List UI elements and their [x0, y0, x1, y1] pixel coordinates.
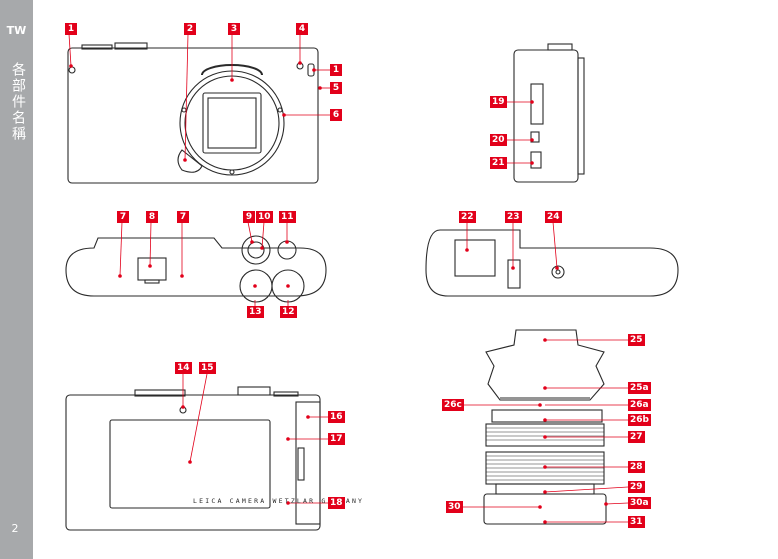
- language-tab: TW: [6, 24, 27, 37]
- label-25: 25: [628, 334, 645, 346]
- section-title: 各部件名稱: [10, 62, 26, 142]
- label-14: 14: [175, 362, 192, 374]
- label-13: 13: [247, 306, 264, 318]
- label-12: 12: [280, 306, 297, 318]
- label-3: 3: [228, 23, 240, 35]
- camera-engraving: LEICA CAMERA WETZLAR GERMANY: [193, 497, 364, 505]
- top-view: [65, 235, 327, 303]
- label-18: 18: [328, 497, 345, 509]
- label-28: 28: [628, 461, 645, 473]
- label-9: 9: [243, 211, 255, 223]
- side-view: [513, 43, 585, 183]
- back-view: [65, 386, 321, 531]
- label-1b: 1: [330, 64, 342, 76]
- label-7b: 7: [177, 211, 189, 223]
- label-20: 20: [490, 134, 507, 146]
- label-1: 1: [65, 23, 77, 35]
- bottom-view: [425, 229, 679, 297]
- label-31: 31: [628, 516, 645, 528]
- front-view: [67, 42, 319, 184]
- label-4: 4: [296, 23, 308, 35]
- label-5: 5: [330, 82, 342, 94]
- label-11: 11: [279, 211, 296, 223]
- label-10: 10: [256, 211, 273, 223]
- label-30: 30: [446, 501, 463, 513]
- label-7: 7: [117, 211, 129, 223]
- label-2: 2: [184, 23, 196, 35]
- label-24: 24: [545, 211, 562, 223]
- label-6: 6: [330, 109, 342, 121]
- label-8: 8: [146, 211, 158, 223]
- label-19: 19: [490, 96, 507, 108]
- label-27: 27: [628, 431, 645, 443]
- lens: [483, 409, 607, 525]
- sidebar: TW 各部件名稱 2: [0, 0, 33, 559]
- label-26b: 26b: [628, 414, 651, 426]
- label-23: 23: [505, 211, 522, 223]
- label-21: 21: [490, 157, 507, 169]
- label-26c: 26c: [442, 399, 464, 411]
- label-16: 16: [328, 411, 345, 423]
- label-17: 17: [328, 433, 345, 445]
- label-30a: 30a: [628, 497, 651, 509]
- lens-hood: [485, 329, 605, 401]
- label-26a: 26a: [628, 399, 651, 411]
- label-22: 22: [459, 211, 476, 223]
- label-29: 29: [628, 481, 645, 493]
- label-15: 15: [199, 362, 216, 374]
- page-number: 2: [11, 522, 19, 535]
- label-25a: 25a: [628, 382, 651, 394]
